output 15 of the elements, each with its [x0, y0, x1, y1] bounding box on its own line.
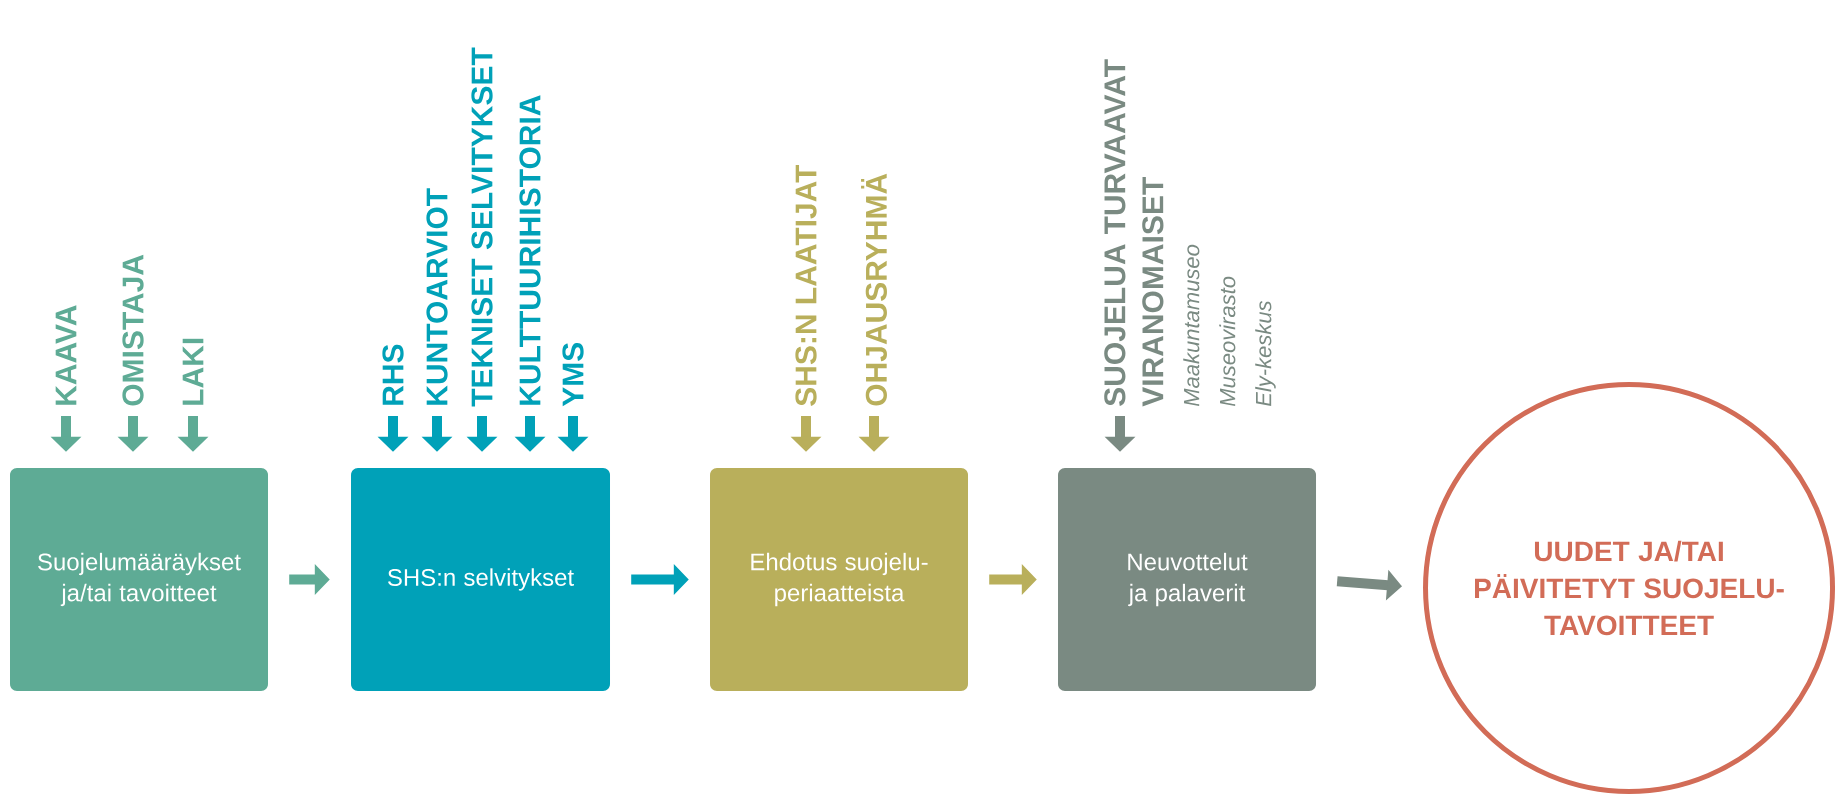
input-label: KUNTOARVIOT [426, 188, 448, 405]
input-label: YMS [562, 342, 584, 407]
input-label: TEKNISET SELVITYKSET [471, 47, 493, 407]
input-label: KULTTUURIHISTORIA [519, 95, 541, 405]
process-box: Ehdotus suojelu-periaatteista [710, 468, 968, 691]
input-label: RHS [382, 344, 404, 405]
input-label: KAAVA [55, 305, 77, 405]
input-label: LAKI [182, 338, 204, 405]
input-label: OHJAUSRYHMÄ [861, 173, 887, 406]
input-label: OMISTAJA [122, 254, 144, 406]
input-label: SHS:N LAATIJAT [795, 164, 817, 406]
input-label: SUOJELUA TURVAAVAT VIRANOMAISET Maakuntamuseo Museovirasto Ely-keskus [1104, 59, 1276, 407]
process-box: Suojelumääräykset ja/tai tavoitteet [10, 468, 268, 691]
process-box: SHS:n selvitykset [351, 468, 610, 691]
process-box: Neuvottelut ja palaverit [1058, 468, 1316, 691]
